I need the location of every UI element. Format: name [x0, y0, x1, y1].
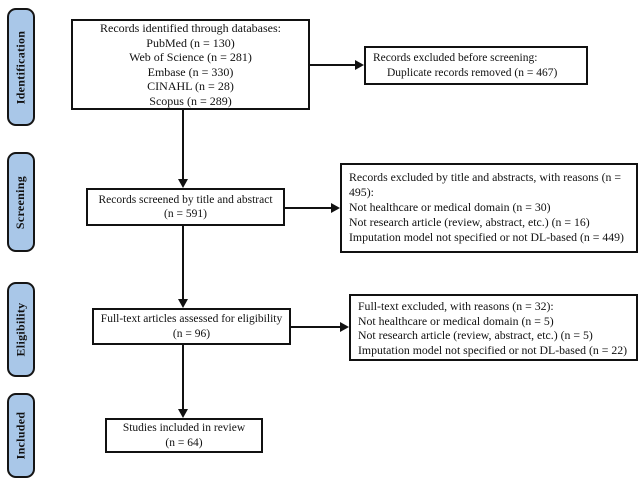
exclusion-item: Not research article (review, abstract, … [349, 215, 590, 229]
exclusion-item: Imputation model not specified or not DL… [349, 230, 624, 244]
arrow-right-to-excluded-title-abstract [283, 207, 331, 209]
box-line: CINAHL (n = 28) [147, 79, 234, 93]
box-fulltext-assessed: Full-text articles assessed for eligibil… [92, 308, 291, 345]
arrowhead-right-icon [355, 60, 364, 70]
arrowhead-down-icon [178, 179, 188, 188]
box-line: (n = 96) [172, 327, 211, 340]
exclusion-title: Full-text excluded, with reasons (n = 32… [358, 299, 554, 313]
exclusion-item: Not healthcare or medical domain (n = 30… [349, 200, 551, 214]
arrow-down-identified-to-screened [182, 110, 184, 179]
box-excluded-title-abstract: Records excluded by title and abstracts,… [340, 163, 638, 253]
exclusion-item: Not healthcare or medical domain (n = 5) [358, 313, 554, 328]
stage-label-identification: Identification [7, 8, 35, 126]
box-excluded-duplicates: Records excluded before screening: Dupli… [364, 46, 588, 85]
stage-label-eligibility: Eligibility [7, 282, 35, 377]
box-records-identified: Records identified through databases: Pu… [71, 19, 310, 110]
box-line: Web of Science (n = 281) [129, 50, 252, 64]
box-excluded-fulltext: Full-text excluded, with reasons (n = 32… [349, 294, 638, 361]
stage-label-text: Included [13, 411, 28, 460]
box-line: Full-text articles assessed for eligibil… [100, 313, 283, 325]
exclusion-item: Duplicate records removed (n = 467) [387, 67, 558, 79]
arrow-down-fulltext-to-included [182, 345, 184, 409]
box-line: Embase (n = 330) [147, 64, 234, 79]
stage-label-text: Eligibility [13, 302, 28, 357]
arrowhead-right-icon [340, 322, 349, 332]
exclusion-title: Records excluded before screening: [373, 52, 538, 64]
arrow-down-screened-to-fulltext [182, 226, 184, 299]
box-line: PubMed (n = 130) [146, 35, 235, 50]
box-line: Records identified through databases: [100, 21, 281, 35]
box-studies-included: Studies included in review (n = 64) [105, 418, 263, 453]
arrowhead-down-icon [178, 299, 188, 308]
arrow-right-to-excluded-fulltext [290, 326, 340, 328]
box-line: (n = 591) [164, 208, 207, 220]
box-line: Records screened by title and abstract [98, 193, 273, 206]
stage-label-screening: Screening [7, 152, 35, 252]
arrowhead-down-icon [178, 409, 188, 418]
stage-label-text: Identification [13, 30, 28, 104]
box-line: Studies included in review [122, 422, 246, 434]
arrowhead-right-icon [331, 203, 340, 213]
box-records-screened: Records screened by title and abstract (… [86, 188, 285, 226]
box-line: (n = 64) [165, 436, 203, 449]
exclusion-title: Records excluded by title and abstracts,… [349, 170, 622, 199]
stage-label-included: Included [7, 393, 35, 478]
arrow-right-to-excluded-duplicates [310, 64, 355, 66]
exclusion-item: Not research article (review, abstract, … [358, 328, 593, 342]
stage-label-text: Screening [13, 175, 28, 229]
exclusion-item: Imputation model not specified or not DL… [358, 342, 628, 357]
box-line: Scopus (n = 289) [149, 93, 232, 108]
